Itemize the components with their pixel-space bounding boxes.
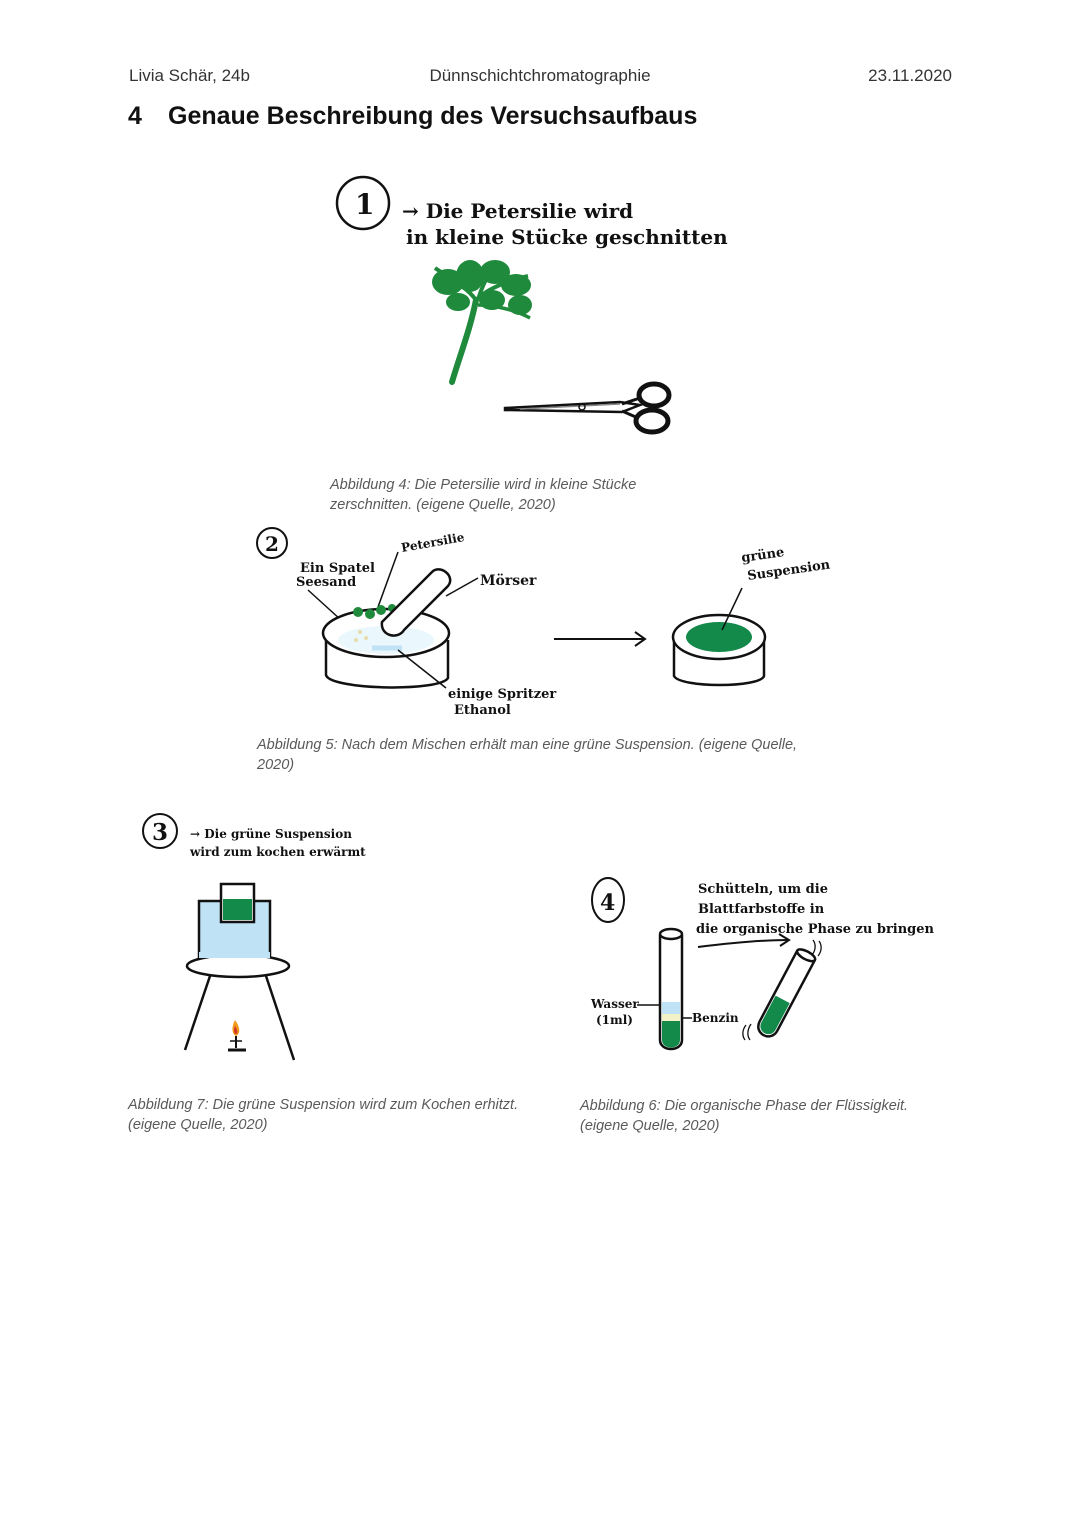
- fig7-note-line2: wird zum kochen erwärmt: [189, 845, 366, 859]
- burner-drawing: [228, 1020, 246, 1052]
- section-heading: 4 Genaue Beschreibung des Versuchsaufbaus: [128, 102, 697, 131]
- label-petersilie: Petersilie: [400, 530, 466, 555]
- step-4-circle: [591, 877, 625, 923]
- figure-6-caption: Abbildung 6: Die organische Phase der Fl…: [580, 1098, 909, 1134]
- figure-7-drawing: 3 → Die grüne Suspension wird zum kochen…: [142, 813, 366, 1061]
- fig7-note-line1: → Die grüne Suspension: [190, 827, 352, 841]
- parsley-drawing: [432, 260, 532, 385]
- header-author: Livia Schär, 24b: [129, 66, 250, 85]
- label-spatel-line2: Seesand: [296, 575, 356, 590]
- label-suspension-line1: grüne: [740, 545, 785, 566]
- label-wasser-line1: Wasser: [590, 997, 639, 1011]
- step-1-circle: [335, 175, 391, 231]
- header-title: Dünnschichtchromatographie: [429, 66, 651, 85]
- section-number: 4: [128, 102, 142, 130]
- step-1-number: 1: [355, 188, 374, 221]
- figure-7-caption: Abbildung 7: Die grüne Suspension wird z…: [128, 1097, 519, 1133]
- water-bath-drawing: [183, 882, 296, 1061]
- test-tube-shaken: [757, 948, 817, 1038]
- figure-4-caption: Abbildung 4: Die Petersilie wird in klei…: [330, 477, 637, 513]
- figure-4-drawing: 1 → Die Petersilie wird in kleine Stücke…: [335, 175, 728, 435]
- label-wasser-line2: (1ml): [596, 1013, 633, 1027]
- step-3-number: 3: [152, 819, 168, 846]
- section-title-text: Genaue Beschreibung des Versuchsaufbaus: [168, 102, 698, 130]
- label-benzin: Benzin: [692, 1011, 739, 1025]
- arrow-right-icon: [554, 631, 647, 647]
- fig6-note-line1: Schütteln, um die: [698, 882, 828, 897]
- step-3-circle: [142, 813, 178, 849]
- fig6-note-line3: die organische Phase zu bringen: [696, 922, 935, 937]
- figure-5-drawing: 2 Ein Spatel Seesand Petersilie Mörser e…: [256, 527, 832, 718]
- shake-arrow-icon: [697, 933, 791, 948]
- mortar-drawing: [321, 568, 452, 689]
- step-4-number: 4: [600, 890, 615, 916]
- label-spatel-line1: Ein Spatel: [300, 561, 375, 576]
- header-date: 23.11.2020: [868, 66, 952, 85]
- figure-6-drawing: 4 Schütteln, um die Blattfarbstoffe in d…: [590, 877, 935, 1051]
- step-2-number: 2: [265, 532, 279, 556]
- test-tube-upright: [658, 927, 684, 1051]
- shake-lines-icon: [742, 939, 822, 1041]
- label-moerser: Mörser: [480, 573, 537, 589]
- label-ethanol-line1: einige Spritzer: [448, 687, 556, 702]
- figure-5-caption: Abbildung 5: Nach dem Mischen erhält man…: [257, 737, 798, 773]
- suspension-bowl-drawing: [671, 613, 767, 687]
- fig4-note-line1: → Die Petersilie wird: [402, 199, 633, 223]
- label-ethanol-line2: Ethanol: [454, 703, 511, 718]
- fig6-note-line2: Blattfarbstoffe in: [698, 902, 825, 917]
- fig4-note-line2: in kleine Stücke geschnitten: [406, 225, 728, 249]
- step-2-circle: [256, 527, 288, 559]
- scissors-drawing: [503, 381, 672, 435]
